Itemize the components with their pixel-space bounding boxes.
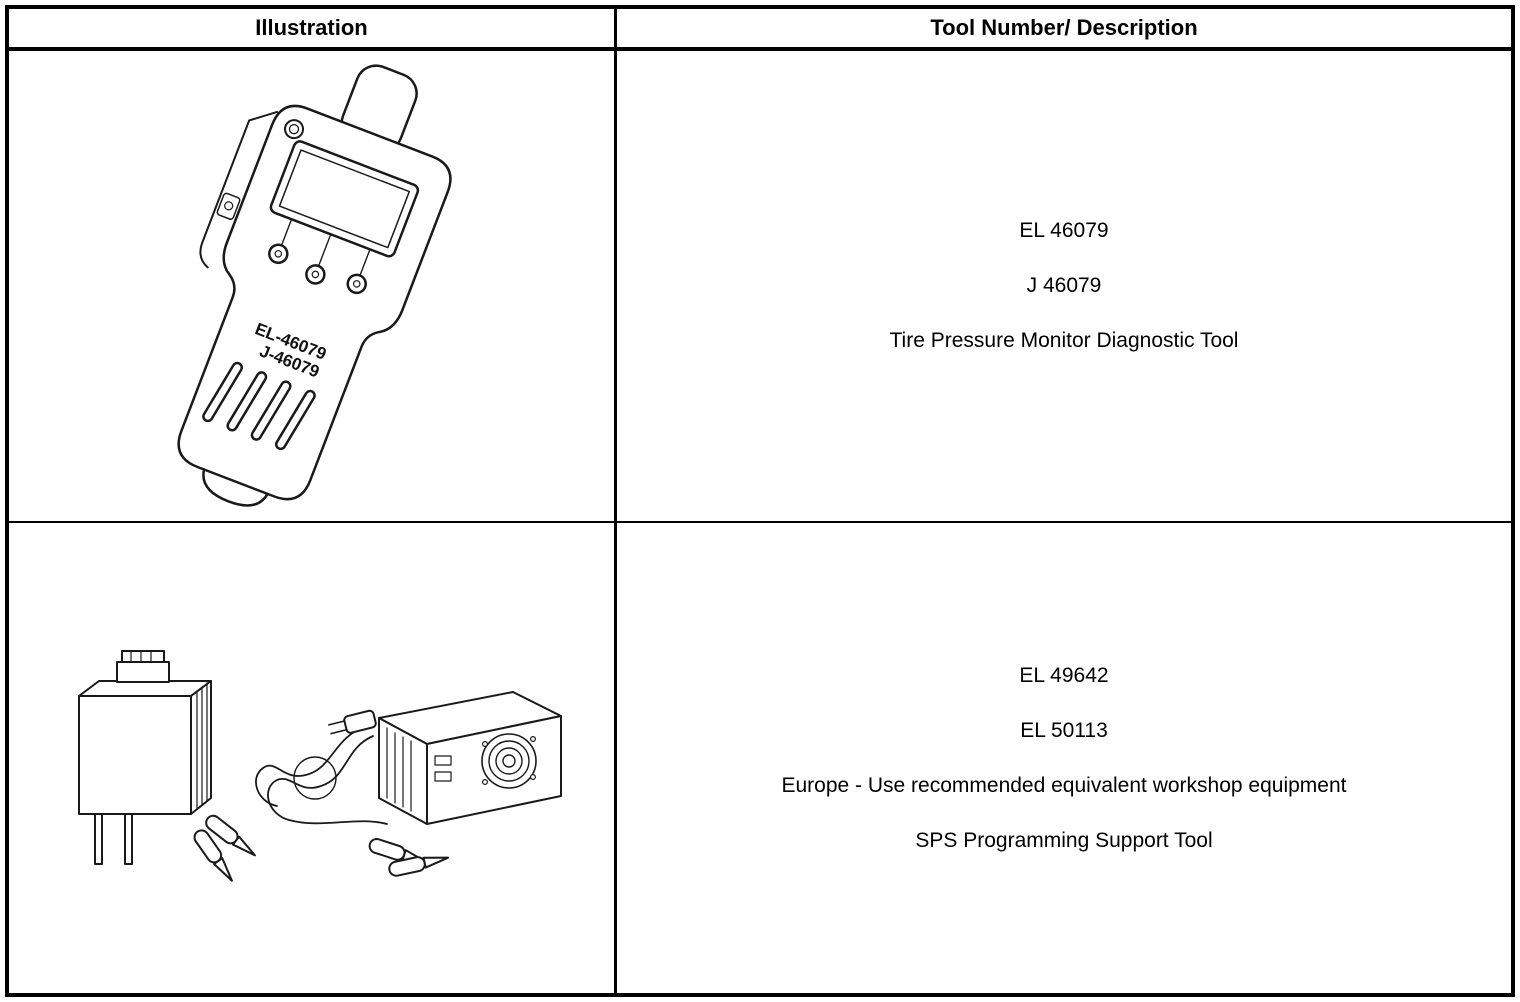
side-port-dot [223, 200, 233, 210]
column-header-illustration: Illustration [9, 9, 617, 51]
speaker-slot [250, 379, 292, 441]
tool-number-line: EL 50113 [1020, 718, 1108, 742]
column-header-tool-number-description: Tool Number/ Description [617, 9, 1511, 51]
fan-screw [529, 735, 536, 742]
tool-number-line: J 46079 [1026, 274, 1102, 297]
device-side-face [198, 110, 278, 268]
fan-screw [481, 778, 488, 785]
alligator-clip-icon [204, 814, 256, 856]
sps-programming-support-tool-illustration [77, 649, 562, 882]
tool-number-line: EL 46079 [1019, 219, 1109, 242]
fan-ring [487, 739, 530, 782]
keypad-button-glyph [274, 249, 282, 258]
front-socket [433, 770, 452, 782]
description-cell-sps-support-tool: EL 49642 EL 50113 Europe - Use recommend… [617, 523, 1511, 993]
top-connector-cap [120, 649, 165, 663]
left-unit-side-face [189, 679, 212, 815]
fan-icon [480, 732, 537, 789]
button-stem [358, 248, 371, 276]
keypad-button-glyph [311, 270, 319, 278]
fan-hub [501, 753, 516, 768]
speaker-slot [225, 370, 267, 431]
top-connector-block [115, 660, 170, 683]
alligator-clip-icon [193, 828, 233, 882]
keypad-button-glyph [352, 279, 361, 288]
tire-pressure-monitor-diagnostic-tool-illustration: EL-46079 J-46079 [176, 63, 452, 507]
stand-leg [93, 812, 103, 865]
alligator-clip-icon [387, 855, 449, 877]
tool-description-line: Tire Pressure Monitor Diagnostic Tool [889, 329, 1239, 352]
power-button-glyph [288, 123, 299, 134]
fan-ring [494, 746, 523, 775]
button-stem [317, 233, 331, 267]
illustration-cell-tire-pressure-tool: EL-46079 J-46079 [9, 51, 617, 523]
left-unit-top-face [77, 679, 212, 697]
illustration-cell-sps-support-tool [9, 523, 617, 993]
speaker-slot [274, 389, 316, 450]
speaker-slot [201, 361, 243, 422]
bottom-tab [201, 467, 269, 507]
description-cell-tire-pressure-tool: EL 46079 J 46079 Tire Pressure Monitor D… [617, 51, 1511, 523]
screen [278, 148, 410, 248]
front-switch [433, 754, 452, 766]
cable-loop [292, 755, 337, 800]
fan-screw [481, 740, 488, 747]
right-unit-front-face [425, 714, 562, 825]
left-unit-front-face [77, 694, 192, 815]
tool-table: Illustration Tool Number/ Description [5, 5, 1515, 997]
power-cable [254, 724, 368, 807]
tool-description-line: SPS Programming Support Tool [915, 828, 1213, 852]
tool-note-line: Europe - Use recommended equivalent work… [781, 773, 1347, 797]
stand-leg [123, 812, 133, 865]
mains-plug-icon [327, 709, 377, 734]
tool-number-line: EL 49642 [1019, 663, 1109, 687]
fan-screw [529, 773, 536, 780]
output-cable [266, 734, 388, 825]
button-stem [280, 218, 292, 246]
